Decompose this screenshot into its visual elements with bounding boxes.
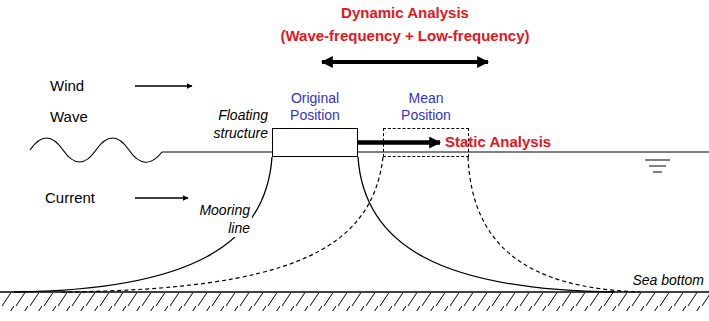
water-level-symbol — [645, 160, 670, 172]
water-line — [162, 152, 272, 153]
load-name: Wave — [50, 108, 88, 126]
mooring-line — [358, 157, 615, 292]
mooring-line — [14, 157, 272, 292]
position-label: Mean Position — [392, 90, 460, 124]
wind-arrow — [135, 85, 192, 86]
current-arrow — [135, 197, 188, 198]
seabed-hatching — [0, 293, 709, 311]
dynamic-arrow — [322, 60, 488, 64]
part-name: Floating structure — [188, 106, 268, 142]
water-line — [358, 152, 709, 153]
position-label: Original Position — [281, 90, 349, 124]
seabed-line — [0, 291, 709, 292]
part-name: Mooring line — [186, 201, 252, 237]
analysis-name: Static Analysis — [443, 133, 553, 151]
mooring-line-displaced — [60, 157, 383, 292]
mooring-line-displaced — [468, 157, 640, 292]
analysis-title: Dynamic Analysis — [341, 4, 469, 22]
load-name: Wind — [50, 77, 84, 95]
part-name: Sea bottom — [632, 271, 704, 289]
analysis-subtitle: (Wave-frequency + Low-frequency) — [280, 27, 529, 45]
floating-structure: Original Position — [272, 128, 358, 157]
load-name: Current — [45, 189, 95, 207]
displaced-structure: Mean Position — [383, 128, 469, 157]
wave-curve — [30, 138, 162, 162]
